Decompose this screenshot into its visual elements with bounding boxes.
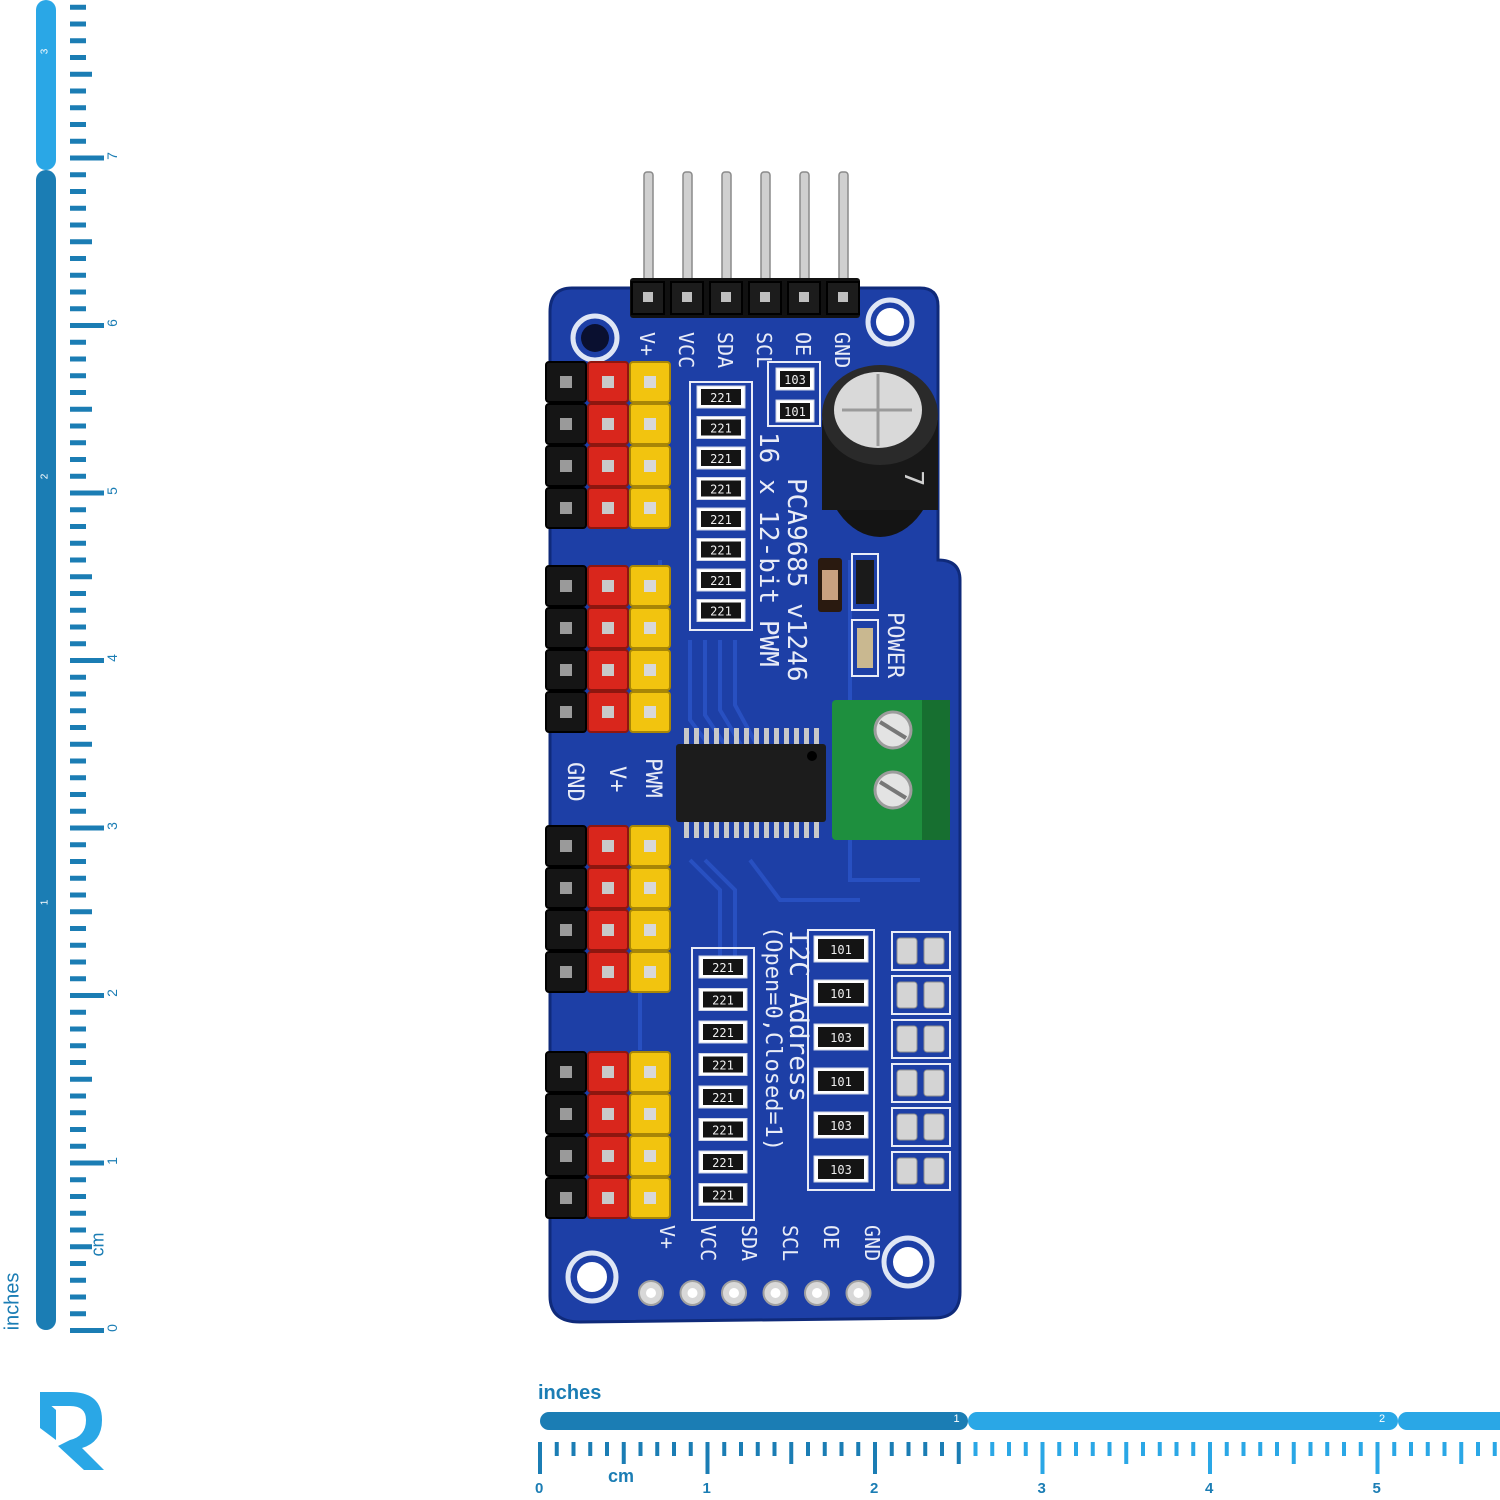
svg-text:221: 221 <box>712 1124 734 1138</box>
servo-label-pwm: PWM <box>640 758 665 798</box>
header-pin <box>760 171 771 283</box>
svg-text:221: 221 <box>712 1026 734 1040</box>
vertical-ruler <box>36 0 104 1333</box>
mounting-hole <box>865 297 915 347</box>
ruler-inch-tick-label: 1 <box>39 899 51 905</box>
svg-text:221: 221 <box>712 961 734 975</box>
ruler-inch-tick-label: 1 <box>953 1413 960 1425</box>
ruler-cm-tick-label: 1 <box>103 1156 120 1165</box>
svg-text:221: 221 <box>712 1156 734 1170</box>
header-pin <box>799 171 810 283</box>
horizontal-ruler <box>538 1412 1500 1474</box>
top-header-housing <box>630 278 860 318</box>
mounting-hole <box>570 313 620 363</box>
svg-text:101: 101 <box>830 987 852 1001</box>
screw-terminal-block <box>832 700 950 840</box>
servo-headers <box>545 361 671 1219</box>
svg-text:221: 221 <box>710 513 732 527</box>
ruler-cm-tick-label: 1 <box>702 1480 711 1497</box>
header-label-bottom: OE <box>819 1225 843 1249</box>
header-label-bottom: VCC <box>696 1225 720 1261</box>
ruler-unit-cm-vertical: cm <box>87 1232 108 1257</box>
spec-label: 16 x 12-bit PWM <box>753 432 783 667</box>
header-label-top: SDA <box>713 332 737 368</box>
ruler-cm-tick-label: 7 <box>103 151 120 160</box>
ruler-unit-inches-horizontal: inches <box>538 1382 602 1404</box>
svg-text:103: 103 <box>784 373 806 387</box>
ruler-inch-tick-label: 3 <box>39 48 51 54</box>
svg-text:221: 221 <box>712 1189 734 1203</box>
ruler-cm-tick-label: 3 <box>103 821 120 830</box>
power-led <box>818 553 879 677</box>
svg-text:221: 221 <box>710 544 732 558</box>
ruler-cm-tick-label: 2 <box>103 989 120 997</box>
header-label-top: SCL <box>752 332 776 368</box>
ruler-unit-inches-vertical: inches <box>1 1272 24 1331</box>
top-pin-header <box>643 171 849 283</box>
header-pin <box>682 171 693 283</box>
svg-text:221: 221 <box>710 605 732 619</box>
ruler-cm-tick-label: 0 <box>103 1324 120 1332</box>
power-label: POWER <box>882 612 907 679</box>
svg-text:101: 101 <box>784 405 806 419</box>
svg-text:221: 221 <box>710 483 732 497</box>
svg-text:101: 101 <box>830 943 852 957</box>
ruler-inch-tick-label: 2 <box>39 473 51 480</box>
ruler-cm-tick-label: 4 <box>1205 1480 1214 1497</box>
ruler-cm-tick-label: 6 <box>103 319 120 327</box>
R-logo-icon <box>40 1392 104 1470</box>
header-label-bottom: SCL <box>778 1225 802 1261</box>
header-label-bottom: V+ <box>655 1225 679 1249</box>
svg-text:221: 221 <box>712 1059 734 1073</box>
ruler-cm-tick-label: 3 <box>1037 1480 1046 1497</box>
mounting-hole <box>565 1250 619 1304</box>
header-pin <box>721 171 732 283</box>
header-label-bottom: GND <box>860 1225 884 1261</box>
address-title: I2C Address <box>783 930 813 1102</box>
svg-text:221: 221 <box>710 422 732 436</box>
svg-text:103: 103 <box>830 1031 852 1045</box>
svg-text:221: 221 <box>710 391 732 405</box>
header-label-top: GND <box>830 332 854 368</box>
ruler-cm-tick-label: 5 <box>1372 1480 1381 1497</box>
address-subtitle: (Open=0,Closed=1) <box>760 926 785 1151</box>
address-jumper-pads <box>891 931 951 1191</box>
svg-text:221: 221 <box>710 574 732 588</box>
svg-text:221: 221 <box>712 994 734 1008</box>
ruler-cm-tick-label: 0 <box>535 1480 544 1497</box>
ruler-cm-tick-label: 4 <box>103 654 120 662</box>
bottom-header-pads <box>638 1280 872 1306</box>
header-label-top: V+ <box>635 332 659 356</box>
header-label-top: VCC <box>674 332 698 368</box>
mounting-hole <box>881 1235 935 1289</box>
header-pin <box>838 171 849 283</box>
svg-text:7: 7 <box>898 470 928 487</box>
ruler-cm-tick-label: 5 <box>103 486 120 495</box>
svg-text:221: 221 <box>710 452 732 466</box>
header-label-top: OE <box>791 332 815 356</box>
silkscreen-text: PCA9685 v1246 16 x 12-bit PWM I2C Addres… <box>562 332 907 1261</box>
servo-label-gnd: GND <box>562 762 587 802</box>
ruler-unit-cm-horizontal: cm <box>608 1466 635 1486</box>
resistor-array: 221 221 221 221 221 221 221 221 221 221 221 221 221 2… <box>696 367 869 1206</box>
header-label-bottom: SDA <box>737 1225 761 1261</box>
svg-text:221: 221 <box>712 1091 734 1105</box>
pca9685-chip <box>676 728 826 838</box>
svg-text:103: 103 <box>830 1163 852 1177</box>
chip-label: PCA9685 v1246 <box>781 478 811 682</box>
header-pin <box>643 171 654 283</box>
svg-text:101: 101 <box>830 1075 852 1089</box>
ruler-cm-tick-label: 2 <box>870 1480 879 1497</box>
servo-label-vplus: V+ <box>604 766 629 793</box>
ruler-inch-tick-label: 2 <box>1379 1413 1386 1425</box>
electrolytic-capacitor: 7 <box>822 365 938 537</box>
svg-text:103: 103 <box>830 1119 852 1133</box>
